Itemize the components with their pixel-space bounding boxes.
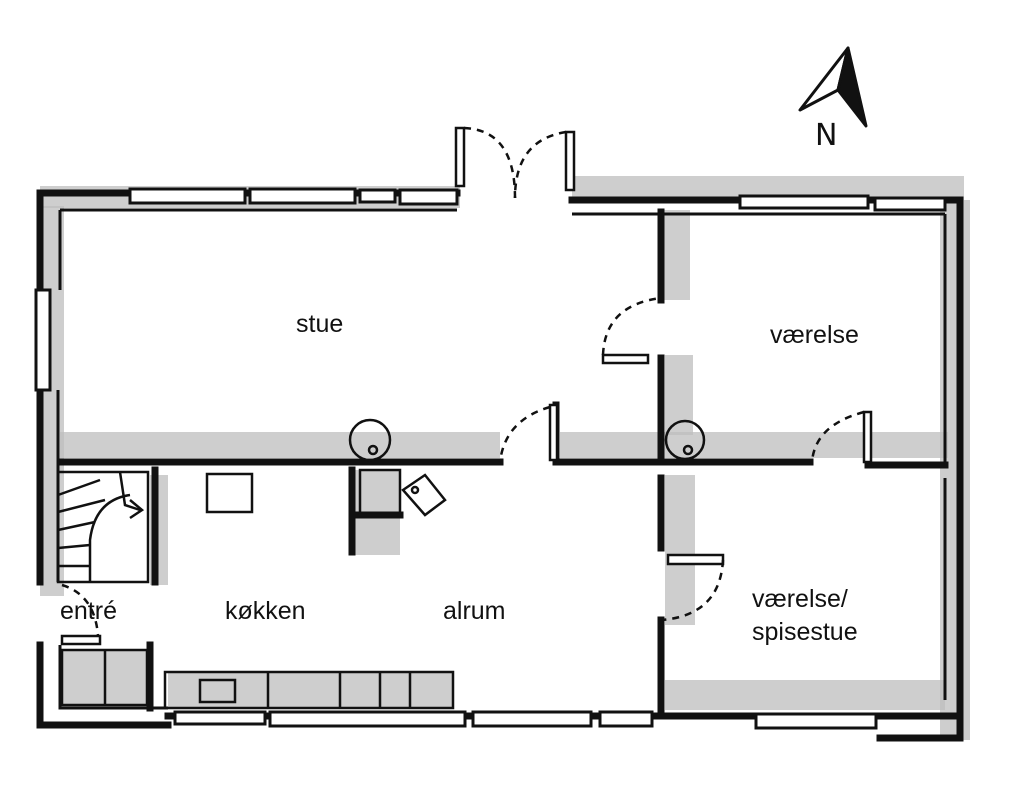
- doors: [60, 126, 873, 646]
- door-leaf: [454, 126, 466, 188]
- door-leaf: [666, 553, 725, 566]
- room-label-vaerelse: værelse: [770, 321, 859, 349]
- door-swing: [513, 130, 567, 199]
- door-swing: [61, 583, 100, 637]
- window-north-2: [248, 187, 357, 205]
- window-north-4: [398, 188, 459, 206]
- north-compass: N: [798, 46, 868, 153]
- room-label-entre: entré: [60, 597, 117, 625]
- window-south-3: [471, 710, 593, 728]
- fixtures: [60, 418, 706, 710]
- north-label: N: [815, 118, 837, 153]
- window-north-3: [358, 188, 397, 204]
- door-leaf: [601, 353, 650, 365]
- door-swing: [601, 296, 662, 356]
- window-north-6: [873, 196, 947, 212]
- window-south-2: [268, 710, 467, 728]
- door-swing: [463, 126, 517, 199]
- stove-vaerelse: [664, 419, 706, 461]
- room-labels: stue værelse entré køkken alrum værelse/…: [60, 310, 859, 646]
- window-south-4: [598, 710, 654, 728]
- room-label-vaerelse-spisestue-line1: værelse/: [752, 585, 848, 613]
- room-label-kokken: køkken: [225, 597, 306, 625]
- wall-shading: [40, 176, 970, 740]
- door-leaf: [564, 130, 576, 192]
- staircase: [56, 470, 150, 584]
- windows: [34, 187, 947, 730]
- stove-stue: [348, 418, 392, 462]
- room-label-vaerelse-spisestue-line2: spisestue: [752, 618, 858, 646]
- room-label-alrum: alrum: [443, 597, 506, 625]
- door-swing: [498, 405, 551, 463]
- window-north-5: [738, 194, 870, 210]
- room-label-stue: stue: [296, 310, 343, 338]
- window-south-1: [173, 710, 267, 726]
- door-leaf: [548, 403, 559, 462]
- window-south-5: [754, 712, 878, 730]
- window-north-1: [128, 187, 247, 205]
- door-leaf: [862, 410, 873, 464]
- window-west-1: [34, 288, 52, 392]
- door-swing: [810, 410, 865, 463]
- door-swing: [661, 559, 725, 622]
- door-leaf: [60, 634, 102, 646]
